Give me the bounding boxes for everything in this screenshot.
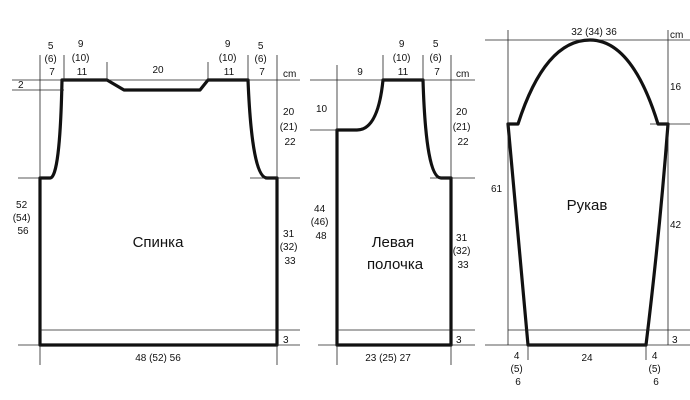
back-left-side-label: 52 (54) 56 xyxy=(13,200,34,237)
sleeve-piece: 32 (34) 36 cm 16 61 42 Рукав 3 4 (5) 6 2… xyxy=(485,27,690,388)
back-width-label: 48 (52) 56 xyxy=(135,353,181,364)
front-left-side-label: 44 (46) 48 xyxy=(311,204,332,242)
front-unit-label: cm xyxy=(456,69,469,80)
front-width-label: 23 (25) 27 xyxy=(365,353,411,364)
back-outline xyxy=(38,78,279,347)
front-shoulder-label: 5 (6) 7 xyxy=(429,39,444,78)
front-outline xyxy=(335,78,453,347)
back-title: Спинка xyxy=(133,234,185,251)
front-neck-depth-label: 10 xyxy=(316,104,328,115)
back-right-side-label: 31 (32) 33 xyxy=(280,229,301,267)
front-title: Левая полочка xyxy=(367,234,424,273)
front-piece: 9 9 (10) 11 5 (6) 7 cm 10 20 (21) 22 44 … xyxy=(310,39,475,365)
sleeve-left-cuff-label: 4 (5) 6 xyxy=(510,351,525,388)
back-left-strap-label: 9 (10) 11 xyxy=(72,39,93,78)
front-neck-label: 9 xyxy=(357,67,363,78)
back-hem-label: 3 xyxy=(283,335,289,346)
sleeve-title: Рукав xyxy=(567,197,608,214)
front-armhole-label: 20 (21) 22 xyxy=(453,107,474,148)
back-armhole-label: 20 (21) 22 xyxy=(280,107,301,148)
back-guides xyxy=(12,55,300,365)
back-piece: 5 (6) 7 9 (10) 11 20 9 (10) 11 5 (6) 7 c… xyxy=(12,39,300,365)
front-hem-label: 3 xyxy=(456,335,462,346)
front-guides xyxy=(310,55,475,365)
back-neck-depth-label: 2 xyxy=(18,80,24,91)
back-right-shoulder-label: 5 (6) 7 xyxy=(254,41,269,78)
sleeve-guides xyxy=(485,30,690,360)
sleeve-outline xyxy=(506,38,670,347)
sleeve-cap-height-label: 16 xyxy=(670,82,682,93)
sleeve-side-label: 42 xyxy=(670,220,682,231)
back-unit-label: cm xyxy=(283,69,296,80)
front-right-side-label: 31 (32) 33 xyxy=(453,233,474,271)
sleeve-right-cuff-label: 4 (5) 6 xyxy=(648,351,663,388)
sleeve-length-label: 61 xyxy=(491,184,503,195)
back-shoulder-label: 5 (6) 7 xyxy=(44,41,59,78)
back-right-strap-label: 9 (10) 11 xyxy=(219,39,240,78)
sleeve-cap-width-label: 32 (34) 36 xyxy=(571,27,617,38)
front-strap-label: 9 (10) 11 xyxy=(393,39,414,78)
back-neck-label: 20 xyxy=(152,65,164,76)
sleeve-unit-label: cm xyxy=(670,30,683,41)
sleeve-cuff-label: 24 xyxy=(581,353,593,364)
sleeve-hem-label: 3 xyxy=(672,335,678,346)
